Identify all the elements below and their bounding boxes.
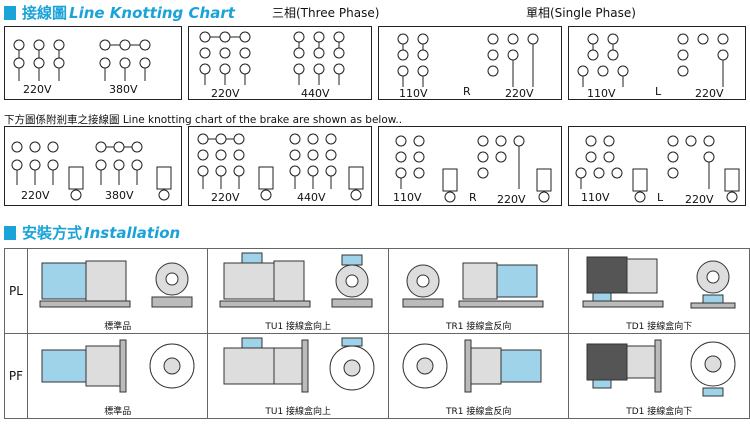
diagram-1ph-110-220-R: 110V R 220V [378,26,562,100]
gear-motor-pf-icon [41,339,195,393]
voltage-440-label: 440V [301,87,330,100]
install-cell: TD1 接線盒向下 [568,333,750,419]
install-cell: TR1 接線盒反向 [387,333,570,419]
voltage-220-label: 220V [211,191,240,204]
gear-motor-pl-td1-icon [582,256,736,309]
wiring-chart-heading: 接線圖 Line Knotting Chart [4,2,235,23]
single-phase-label: 單相(Single Phase) [526,6,636,20]
install-caption: TU1 接線盒向上 [265,407,332,417]
wiring-diagram-icon [199,31,345,85]
voltage-220-label: 220V [497,193,526,206]
install-caption: TU1 接線盒向上 [265,322,332,332]
voltage-220-label: 220V [685,193,714,206]
brake-note: 下方圖係附剎車之接線圖 Line knotting chart of the b… [4,114,403,126]
heading-square-icon [4,225,16,240]
voltage-110-label: 110V [581,191,610,204]
voltage-220-label: 220V [695,87,724,100]
diagram-brake-3ph-220-440: 220V 440V [188,126,372,206]
wiring-diagram-icon [197,133,364,201]
voltage-380-label: 380V [105,189,134,202]
install-row-pl: PL 標準品 [4,248,750,334]
wiring-diagram-icon [13,39,151,81]
install-row-pf: PF 標準品 [4,333,750,419]
voltage-220-label: 220V [211,87,240,100]
heading-square-icon [4,5,16,20]
three-phase-label: 三相(Three Phase) [272,6,380,20]
voltage-110-label: 110V [399,87,428,100]
diagram-1ph-110-220-L: 110V L 220V [568,26,746,100]
install-caption: TD1 接線盒向下 [626,407,693,417]
diagram-brake-3ph-220-380: 220V 380V [4,126,182,206]
install-cell: TU1 接線盒向上 [207,248,389,334]
installation-heading-zh: 安裝方式 [22,224,83,242]
row-label: PF [4,333,28,419]
installation-heading: 安裝方式 Installation [4,222,180,243]
installation-heading-en: Installation [84,223,181,242]
wiring-diagram-icon [395,135,552,203]
diagram-3ph-220-380: 220V 380V [4,26,182,100]
voltage-110-label: 110V [587,87,616,100]
rotation-r-label: R [463,85,471,98]
rotation-l-label: L [657,191,664,204]
installation-table: PL 標準品 [4,248,750,419]
diagram-brake-1ph-L: 110V L 220V [568,126,746,206]
wiring-diagram-icon [397,33,539,87]
diagram-brake-1ph-R: 110V R 220V [378,126,562,206]
install-cell: 標準品 [26,248,209,334]
gear-motor-pf-tu1-icon [223,337,375,393]
voltage-380-label: 380V [109,83,138,96]
wiring-diagram-icon [575,135,740,203]
heading-zh: 接線圖 [22,4,68,22]
voltage-110-label: 110V [393,191,422,204]
heading-en: Line Knotting Chart [69,3,235,22]
wiring-diagram-icon [11,141,172,201]
gear-motor-pf-tr1-icon [402,339,542,393]
voltage-220-label: 220V [505,87,534,100]
gear-motor-pf-td1-icon [586,339,736,397]
install-caption: TD1 接線盒向下 [626,322,693,332]
gear-motor-pl-tr1-icon [402,262,544,308]
rotation-l-label: L [655,85,662,98]
install-caption: TR1 接線盒反向 [446,407,512,417]
rotation-r-label: R [469,191,477,204]
row-label: PL [4,248,28,334]
install-caption: TR1 接線盒反向 [446,322,512,332]
install-caption: 標準品 [104,322,132,332]
install-cell: 標準品 [26,333,209,419]
install-cell: TU1 接線盒向上 [207,333,389,419]
wiring-diagram-icon [577,33,729,87]
install-cell: TR1 接線盒反向 [387,248,570,334]
voltage-440-label: 440V [297,191,326,204]
diagram-3ph-220-440: 220V 440V [188,26,372,100]
install-caption: 標準品 [104,407,132,417]
gear-motor-pl-tu1-icon [219,252,373,308]
install-cell: TD1 接線盒向下 [568,248,750,334]
gear-motor-pl-icon [39,260,193,308]
voltage-220-label: 220V [23,83,52,96]
voltage-220-label: 220V [21,189,50,202]
